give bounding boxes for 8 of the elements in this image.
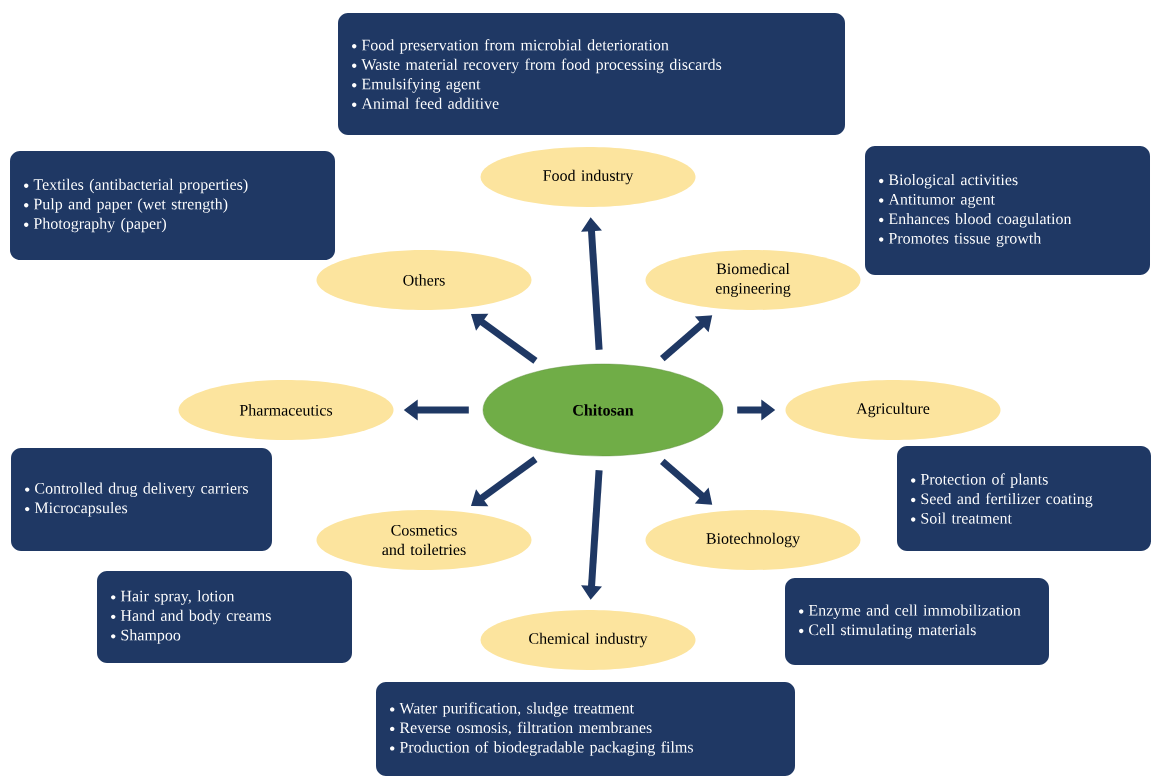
- bullet-list-box: Enzyme and cell immobilization Cell stimulating materials: [785, 578, 1049, 665]
- bullet-list-box: Protection of plants Seed and fertilizer coating Soil treatment: [897, 446, 1151, 551]
- bullet-list-box: Food preservation from microbial deterioration Waste material recovery from food processing discards Emulsifying agent Animal feed additive: [338, 13, 845, 135]
- bullet-list-box: Biological activities Antitumor agent Enhances blood coagulation Promotes tissue growth: [865, 146, 1150, 275]
- bullet-list-box: Water purification, sludge treatment Reverse osmosis, filtration membranes Production of biodegradable packaging films: [376, 682, 795, 776]
- bullet-list-box: Controlled drug delivery carriers Microcapsules: [11, 448, 272, 551]
- bullet-list-box: Textiles (antibacterial properties) Pulp and paper (wet strength) Photography (paper): [10, 151, 335, 260]
- bullet-list-box: Hair spray, lotion Hand and body creams Shampoo: [97, 571, 352, 663]
